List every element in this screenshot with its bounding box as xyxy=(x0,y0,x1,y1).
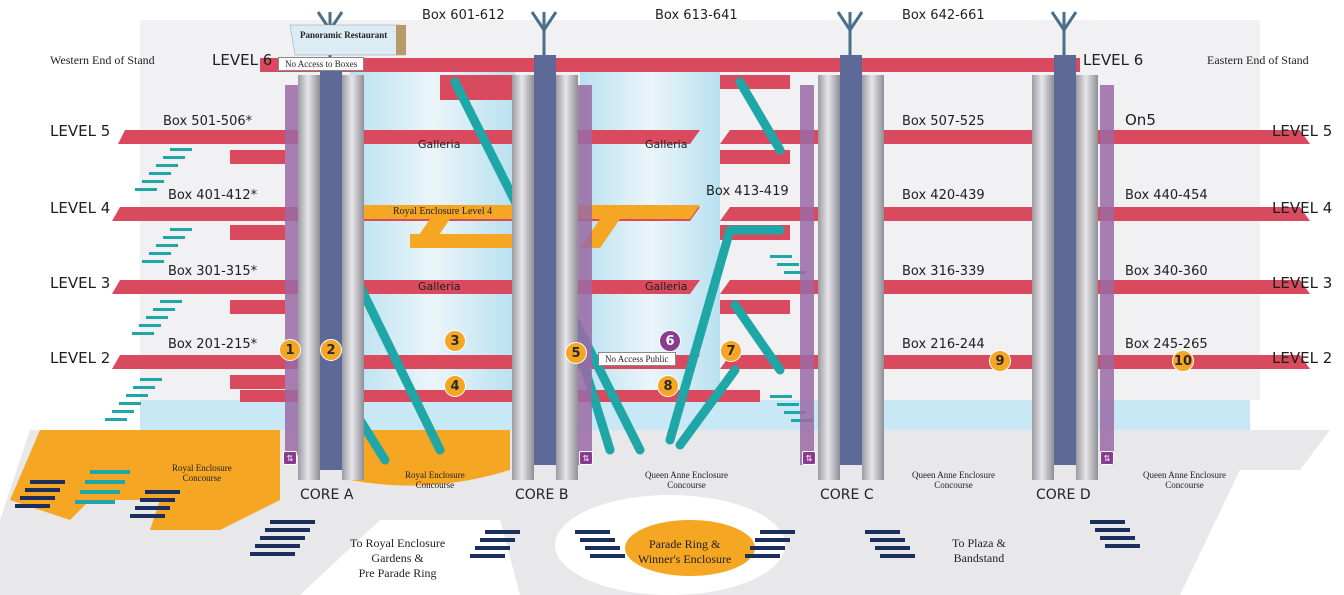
royal-gardens-line1: To Royal Enclosure xyxy=(350,536,446,550)
box-245-265: Box 245-265 xyxy=(1125,337,1208,352)
marker-7: 7 xyxy=(720,340,742,362)
level-2-label-east: LEVEL 2 xyxy=(1272,349,1333,367)
royal-gardens-line3: Pre Parade Ring xyxy=(358,566,437,580)
eastern-end-label: Eastern End of Stand xyxy=(1207,53,1309,67)
box-440-454: Box 440-454 xyxy=(1125,188,1208,203)
level-3-label-west: LEVEL 3 xyxy=(50,274,111,292)
queen-anne-c-line2: Concourse xyxy=(934,480,973,490)
royal-concourse-center-line1: Royal Enclosure xyxy=(405,470,465,480)
level-5-label-west: LEVEL 5 xyxy=(50,122,111,140)
parade-ring-label: Parade Ring & Winner's Enclosure xyxy=(638,537,731,567)
royal-level4-lower xyxy=(410,234,540,248)
royal-gardens-line2: Gardens & xyxy=(371,551,424,565)
queen-anne-d-line2: Concourse xyxy=(1165,480,1204,490)
box-420-439: Box 420-439 xyxy=(902,188,985,203)
on5-label: On5 xyxy=(1125,111,1156,129)
marker-8: 8 xyxy=(657,375,679,397)
marker-2: 2 xyxy=(320,339,342,361)
level-6-label-west: LEVEL 6 xyxy=(212,51,273,69)
marker-9: 9 xyxy=(989,350,1011,372)
marker-3: 3 xyxy=(444,330,466,352)
marker-10: 10 xyxy=(1172,350,1194,372)
queen-anne-concourse-b-label: Queen Anne Enclosure Concourse xyxy=(645,470,728,490)
royal-concourse-left-line2: Concourse xyxy=(182,473,222,483)
queen-anne-concourse-d-label: Queen Anne Enclosure Concourse xyxy=(1143,470,1226,490)
level-5-label-east: LEVEL 5 xyxy=(1272,122,1333,140)
restaurant-title: Panoramic Restaurant xyxy=(300,30,388,40)
western-end-label: Western End of Stand xyxy=(50,53,155,67)
box-201-215: Box 201-215* xyxy=(168,337,258,352)
marker-1: 1 xyxy=(279,339,301,361)
marker-4: 4 xyxy=(444,375,466,397)
box-613-641: Box 613-641 xyxy=(655,8,738,23)
box-301-315: Box 301-315* xyxy=(168,264,258,279)
parade-ring-line2: Winner's Enclosure xyxy=(638,552,732,566)
level-2-label-west: LEVEL 2 xyxy=(50,349,111,367)
lift-icon: ⇅ xyxy=(802,451,816,465)
galleria-label-se: Galleria xyxy=(645,280,688,293)
core-a-label: CORE A xyxy=(300,487,354,503)
royal-concourse-center-line2: Concourse xyxy=(415,480,455,490)
queen-anne-d-line1: Queen Anne Enclosure xyxy=(1143,470,1226,480)
galleria-label-ne: Galleria xyxy=(645,138,688,151)
queen-anne-b-line1: Queen Anne Enclosure xyxy=(645,470,728,480)
lift-icon: ⇅ xyxy=(283,451,297,465)
box-413-419: Box 413-419 xyxy=(706,184,789,199)
royal-concourse-left-label: Royal Enclosure Concourse xyxy=(172,463,232,483)
royal-concourse-center-label: Royal Enclosure Concourse xyxy=(405,470,465,490)
box-507-525: Box 507-525 xyxy=(902,114,985,129)
parade-ring-line1: Parade Ring & xyxy=(649,537,721,551)
box-340-360: Box 340-360 xyxy=(1125,264,1208,279)
royal-concourse-left-line1: Royal Enclosure xyxy=(172,463,232,473)
marker-6: 6 xyxy=(659,330,681,352)
lift-icon: ⇅ xyxy=(1100,451,1114,465)
level-3-label-east: LEVEL 3 xyxy=(1272,274,1333,292)
royal-concourse-left xyxy=(10,430,280,530)
plaza-line2: Bandstand xyxy=(953,551,1005,565)
stair-hatches xyxy=(15,148,1140,558)
box-216-244: Box 216-244 xyxy=(902,337,985,352)
restaurant-note: No Access to Boxes xyxy=(278,57,365,71)
queen-anne-concourse-c-label: Queen Anne Enclosure Concourse xyxy=(912,470,995,490)
queen-anne-c-line1: Queen Anne Enclosure xyxy=(912,470,995,480)
plaza-direction: To Plaza & Bandstand xyxy=(952,536,1006,566)
box-316-339: Box 316-339 xyxy=(902,264,985,279)
box-642-661: Box 642-661 xyxy=(902,8,985,23)
no-access-public-note: No Access Public xyxy=(598,352,676,366)
royal-level4-band xyxy=(315,205,700,219)
parade-ring xyxy=(625,520,755,576)
galleria-label-sw: Galleria xyxy=(418,280,461,293)
royal-enclosure-level4-label: Royal Enclosure Level 4 xyxy=(393,206,493,217)
box-601-612: Box 601-612 xyxy=(422,8,505,23)
core-b-label: CORE B xyxy=(515,487,569,503)
queen-anne-b-line2: Concourse xyxy=(667,480,706,490)
galleria-label-nw: Galleria xyxy=(418,138,461,151)
royal-concourse-center xyxy=(350,430,510,486)
level-6-label-east: LEVEL 6 xyxy=(1083,51,1144,69)
level-4-label-west: LEVEL 4 xyxy=(50,199,111,217)
box-501-506: Box 501-506* xyxy=(163,114,253,129)
marker-5: 5 xyxy=(565,342,587,364)
antennas xyxy=(316,11,1078,58)
core-d-label: CORE D xyxy=(1036,487,1091,503)
box-401-412: Box 401-412* xyxy=(168,188,258,203)
lift-icon: ⇅ xyxy=(579,451,593,465)
core-c-label: CORE C xyxy=(820,487,874,503)
level-4-label-east: LEVEL 4 xyxy=(1272,199,1333,217)
plaza-line1: To Plaza & xyxy=(952,536,1006,550)
royal-gardens-direction: To Royal Enclosure Gardens & Pre Parade … xyxy=(350,536,445,581)
core-columns xyxy=(285,55,1114,480)
